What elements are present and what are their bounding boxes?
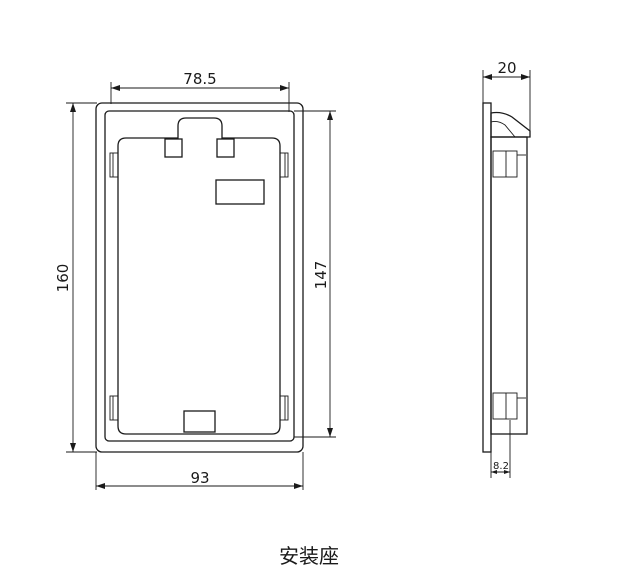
arrow	[280, 85, 289, 91]
side-top-hook-inner	[490, 120, 516, 138]
arrow	[491, 470, 497, 474]
arrow	[327, 111, 333, 120]
drawing-caption: 安装座	[279, 544, 339, 568]
outer-frame	[95, 102, 304, 453]
arrow	[521, 74, 530, 80]
side-clip-bottom	[492, 392, 518, 420]
label-window	[215, 179, 265, 205]
arrow	[294, 483, 303, 489]
dim-label-wall: 8.2	[493, 461, 509, 472]
arrow	[70, 443, 76, 452]
side-view	[482, 102, 531, 453]
front-dimensions: 78.5 93 160 147	[54, 70, 336, 490]
arrow	[327, 428, 333, 437]
body-panel	[117, 117, 281, 435]
front-view	[95, 102, 304, 453]
side-clip-top	[492, 150, 518, 178]
arrow	[504, 470, 510, 474]
bottom-slot	[183, 410, 216, 433]
side-clip-top-left	[109, 152, 119, 178]
side-clip-top-right	[279, 152, 289, 178]
dim-label-depth: 20	[497, 59, 516, 77]
inner-frame	[104, 110, 295, 442]
side-body	[490, 136, 528, 435]
arrow	[70, 103, 76, 112]
side-top-hook	[490, 111, 531, 138]
dim-label-inner-width: 78.5	[183, 70, 216, 88]
arrow	[96, 483, 105, 489]
dim-label-inner-height: 147	[312, 261, 330, 290]
side-dimensions: 20 8.2	[482, 59, 531, 478]
dim-label-outer-height: 160	[54, 264, 72, 293]
dim-label-outer-width: 93	[190, 469, 209, 487]
side-clip-bottom-right	[279, 395, 289, 421]
top-latch-right	[216, 138, 235, 158]
arrow	[111, 85, 120, 91]
arrow	[483, 74, 492, 80]
top-latch-left	[164, 138, 183, 158]
side-clip-bottom-left	[109, 395, 119, 421]
side-front-plate	[482, 102, 492, 453]
